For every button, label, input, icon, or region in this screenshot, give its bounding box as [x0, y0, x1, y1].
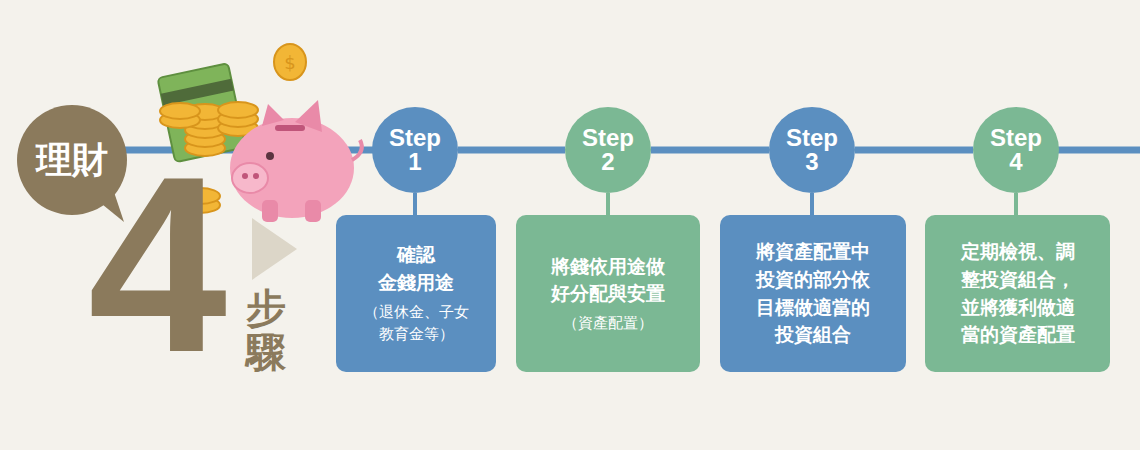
step-label: Step 1 — [387, 126, 443, 174]
connector-line — [810, 193, 814, 215]
connector-line — [606, 193, 610, 215]
coin — [160, 103, 200, 119]
falling-coin: $ — [274, 44, 306, 80]
step-circle: Step 4 — [973, 107, 1059, 193]
connector-line — [651, 147, 769, 154]
step-box: 將資產配置中 投資的部分依 目標做適當的 投資組合 — [720, 215, 906, 372]
connector-line — [413, 193, 417, 215]
connector-line — [855, 147, 973, 154]
step-label: Step 4 — [988, 126, 1044, 174]
step-label: Step 2 — [580, 126, 636, 174]
coin — [218, 102, 258, 118]
step-box: 確認 金錢用途 （退休金、子女 教育金等） — [336, 215, 496, 372]
piggy-bank — [230, 100, 362, 222]
timeline-line — [1050, 147, 1140, 154]
step-box: 定期檢視、調 整投資組合， 並將獲利做適 當的資產配置 — [925, 215, 1110, 372]
play-triangle — [252, 218, 297, 280]
speech-bubble: 理財 — [17, 105, 127, 215]
step-box: 將錢依用途做 好分配與安置 （資產配置） — [516, 215, 700, 372]
svg-text:$: $ — [284, 52, 295, 73]
step-note: （資產配置） — [563, 312, 653, 335]
step-circle: Step 1 — [372, 107, 458, 193]
step-circle: Step 2 — [565, 107, 651, 193]
step-text: 定期檢視、調 整投資組合， 並將獲利做適 當的資產配置 — [945, 238, 1090, 348]
step-note: （退休金、子女 教育金等） — [350, 301, 482, 346]
vertical-title: 步驟 — [246, 286, 286, 374]
step-text: 將錢依用途做 好分配與安置 — [536, 253, 681, 308]
bubble-title: 理財 — [36, 136, 108, 185]
step-text: 將資產配置中 投資的部分依 目標做適當的 投資組合 — [741, 238, 886, 348]
step-text: 確認 金錢用途 — [363, 241, 470, 296]
connector-line — [458, 147, 565, 154]
step-label: Step 3 — [784, 126, 840, 174]
step-circle: Step 3 — [769, 107, 855, 193]
connector-line — [1014, 193, 1018, 215]
